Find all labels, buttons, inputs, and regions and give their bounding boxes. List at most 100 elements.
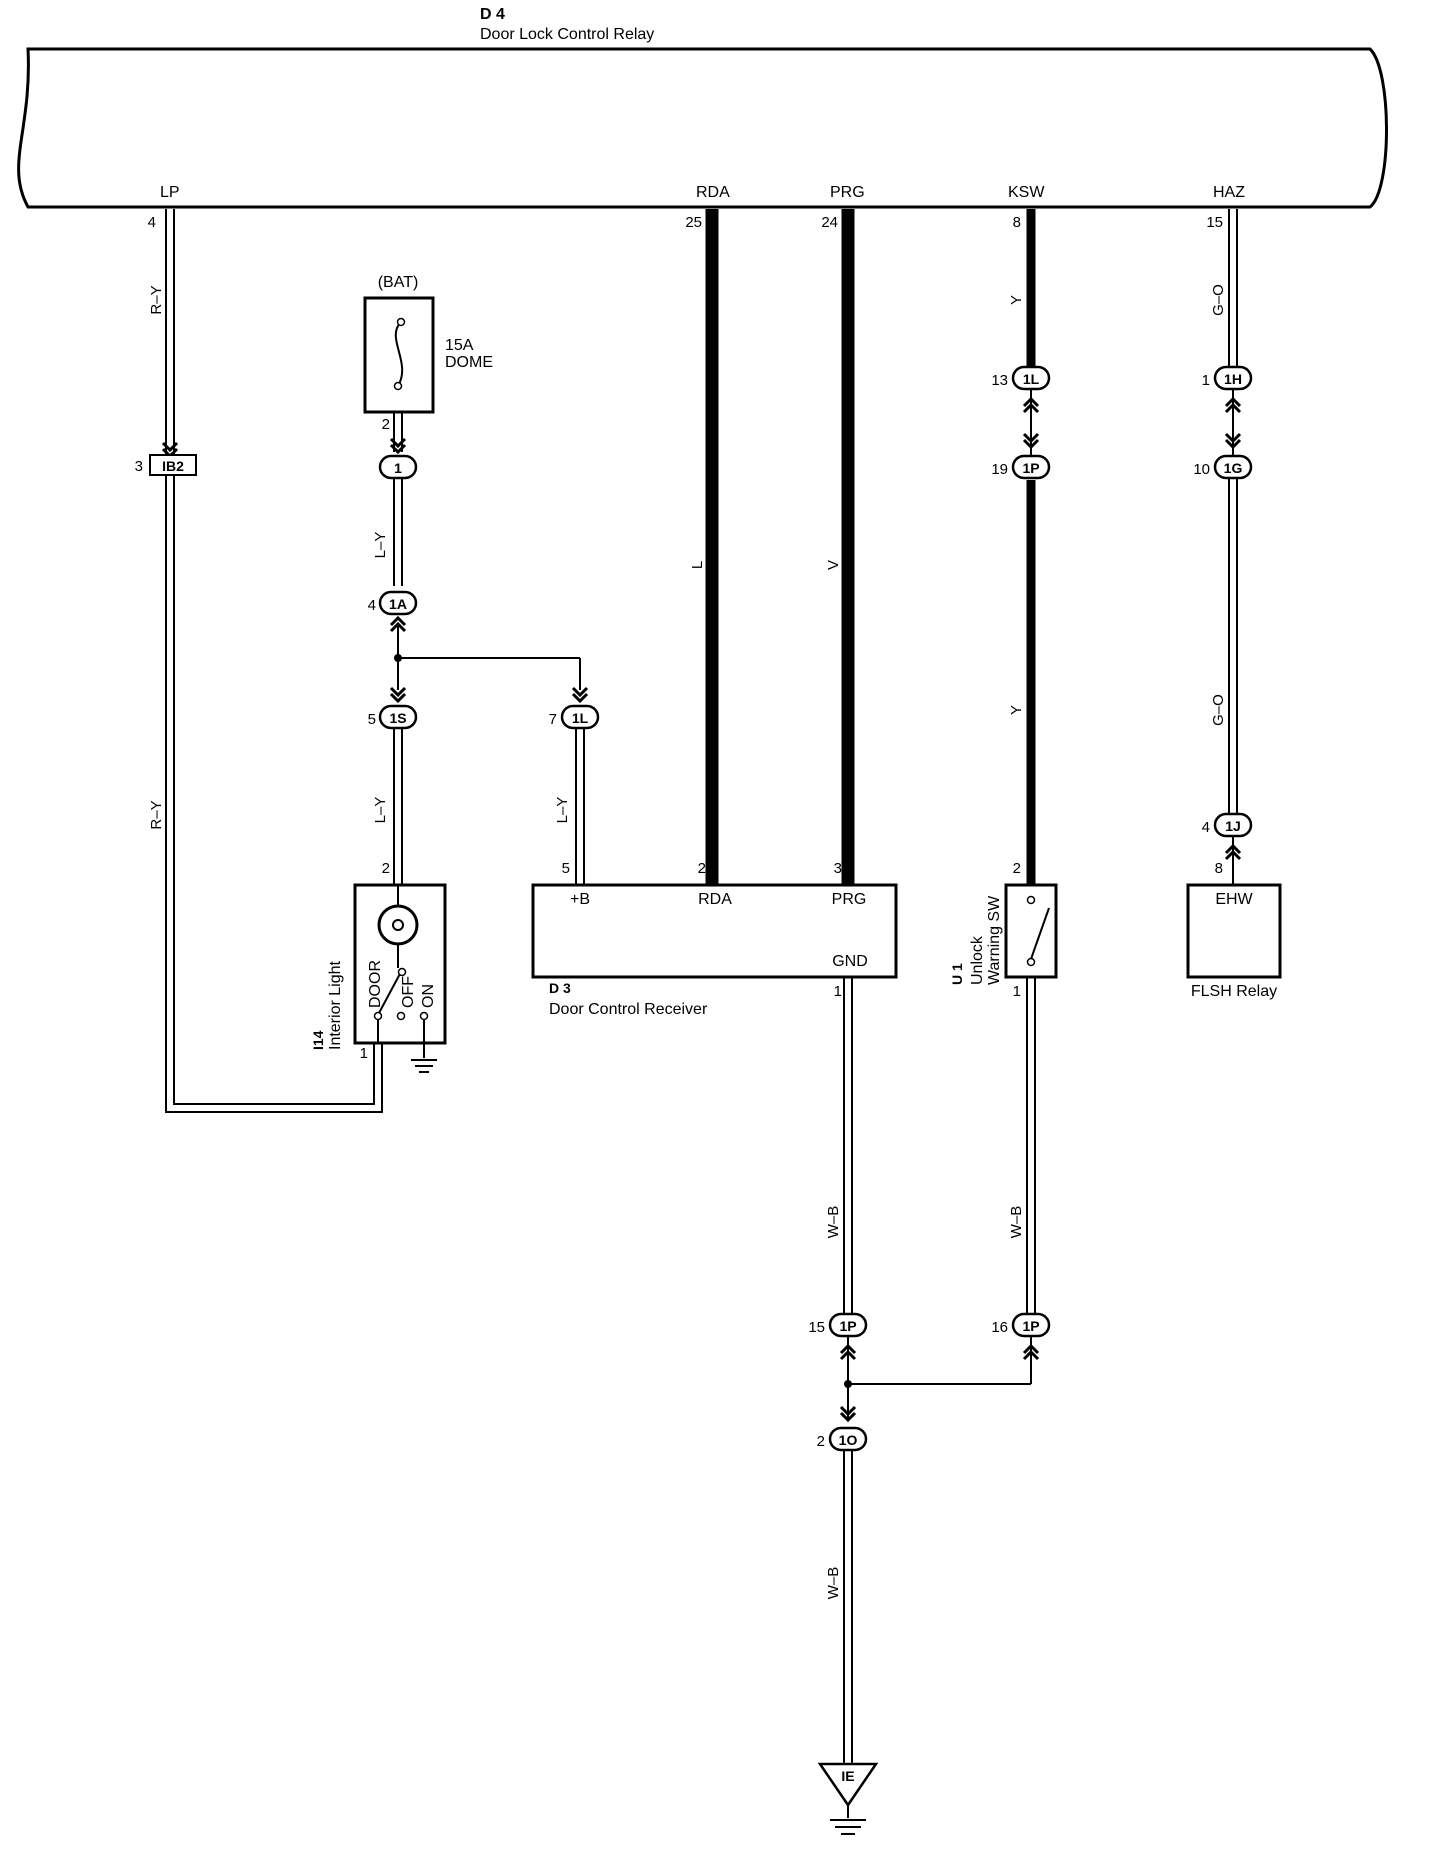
ground-ie-triangle	[817, 1762, 879, 1808]
terminal-haz: HAZ	[1213, 184, 1245, 201]
junction-dot-ground	[844, 1380, 852, 1388]
receiver-terminal-prg: PRG	[832, 891, 867, 908]
wire-label-rda: L	[689, 561, 706, 569]
wire-label-ksw-top: Y	[1008, 295, 1025, 305]
ground-icon-ie	[830, 1819, 866, 1835]
connector-c1p-gr: 1P	[1011, 1312, 1051, 1338]
connector-c1: 1	[378, 454, 418, 480]
wire-label-fuse-top: L–Y	[372, 532, 389, 559]
svg-text:1A: 1A	[389, 596, 407, 612]
receiver-terminal-rda: RDA	[698, 891, 732, 908]
wire-label-haz-mid: G–O	[1210, 694, 1227, 726]
connector-c1l-mid: 1L	[560, 704, 600, 730]
arrow-ksw-1l	[1022, 396, 1040, 414]
pin-ib2: 3	[135, 458, 143, 475]
pin-sw-bot: 1	[1013, 983, 1021, 1000]
svg-text:1O: 1O	[839, 1432, 858, 1448]
pin-receiver-b: 5	[562, 860, 570, 877]
wire-label-lp-bot: R–Y	[148, 800, 165, 829]
flsh-relay-box	[1186, 883, 1282, 979]
pin-gnd-1p-right: 16	[991, 1319, 1008, 1336]
flsh-name: FLSH Relay	[1191, 983, 1277, 1000]
pin-haz: 15	[1206, 214, 1223, 231]
receiver-terminal-gnd: GND	[832, 953, 868, 970]
arrow-haz-1h	[1224, 396, 1242, 414]
ground-ie-label: IE	[841, 1768, 854, 1784]
pin-ksw-1l: 13	[991, 372, 1008, 389]
receiver-code: D 3	[549, 980, 571, 996]
connector-ib2-label: IB2	[162, 458, 184, 474]
pin-ksw: 8	[1013, 214, 1021, 231]
wire-label-haz-top: G–O	[1210, 284, 1227, 316]
relay-block	[17, 47, 1388, 209]
svg-text:1P: 1P	[1022, 460, 1039, 476]
svg-text:1G: 1G	[1224, 460, 1243, 476]
fuse-source: (BAT)	[378, 274, 419, 291]
connector-c1p-gl: 1P	[828, 1312, 868, 1338]
pin-rda: 25	[685, 214, 702, 231]
connector-c1j: 1J	[1213, 812, 1253, 838]
light-contact-door	[373, 1011, 383, 1021]
svg-text:1L: 1L	[1023, 371, 1040, 387]
light-pos-door: DOOR	[367, 960, 384, 1008]
receiver-terminal-b: +B	[570, 891, 590, 908]
light-switch-blade	[378, 969, 403, 1014]
fuse-name: DOME	[445, 354, 493, 371]
pin-c1s: 5	[368, 711, 376, 728]
svg-text:1S: 1S	[389, 710, 406, 726]
connector-ib2	[149, 454, 197, 476]
terminal-prg: PRG	[830, 184, 865, 201]
relay-code: D 4	[480, 6, 505, 23]
bulb-filament	[392, 919, 404, 931]
unlock-sw-contact-top	[1026, 895, 1036, 905]
pin-receiver-rda: 2	[698, 860, 706, 877]
pin-c1l-mid: 7	[549, 711, 557, 728]
junction-dot-fuse	[394, 654, 402, 662]
relay-name: Door Lock Control Relay	[480, 26, 654, 43]
pin-light-bot: 1	[360, 1045, 368, 1062]
pin-light-top: 2	[382, 860, 390, 877]
connector-c1s: 1S	[378, 704, 418, 730]
connector-c1p-ksw: 1P	[1011, 454, 1051, 480]
pin-haz-1h: 1	[1202, 372, 1210, 389]
pin-haz-1j: 4	[1202, 819, 1210, 836]
flsh-terminal: EHW	[1215, 891, 1253, 908]
connector-c1o: 1O	[828, 1426, 868, 1452]
svg-text:1L: 1L	[572, 710, 589, 726]
wire-ground	[843, 977, 1036, 1764]
wire-label-receiver-b: L–Y	[554, 797, 571, 824]
fuse-contact-bottom	[393, 381, 403, 391]
unlock-sw-contact-bottom	[1026, 957, 1036, 967]
light-contact-off	[396, 1011, 406, 1021]
unlock-sw-line2: Warning SW	[986, 895, 1003, 985]
wire-label-prg: V	[825, 560, 842, 570]
wire-label-lp-top: R–Y	[148, 285, 165, 314]
light-switch-pivot	[397, 967, 407, 977]
fuse-element	[394, 321, 404, 387]
svg-text:1H: 1H	[1224, 371, 1242, 387]
arrow-haz-1j	[1224, 843, 1242, 861]
pin-c1a: 4	[368, 597, 376, 614]
connector-c1h: 1H	[1213, 365, 1253, 391]
wire-label-gnd-main: W–B	[825, 1567, 842, 1600]
arrow-gnd-left	[839, 1343, 857, 1361]
terminal-lp: LP	[160, 184, 180, 201]
pin-ehw: 8	[1215, 860, 1223, 877]
connector-c1g: 1G	[1213, 454, 1253, 480]
pin-gnd-1p-left: 15	[808, 1319, 825, 1336]
pin-prg: 24	[821, 214, 838, 231]
terminal-ksw: KSW	[1008, 184, 1045, 201]
svg-text:1J: 1J	[1225, 818, 1241, 834]
interior-light-code: I14	[310, 1030, 326, 1050]
light-pos-off: OFF	[400, 976, 417, 1008]
wire-haz	[1228, 209, 1238, 885]
receiver-name: Door Control Receiver	[549, 1001, 708, 1018]
fuse-contact-top	[396, 317, 406, 327]
pin-ksw-1p: 19	[991, 461, 1008, 478]
ground-icon-light	[411, 1059, 437, 1073]
wire-label-gnd-left: W–B	[825, 1206, 842, 1239]
svg-text:1: 1	[394, 460, 402, 476]
light-pos-on: ON	[420, 984, 437, 1008]
bulb-icon	[377, 904, 419, 946]
